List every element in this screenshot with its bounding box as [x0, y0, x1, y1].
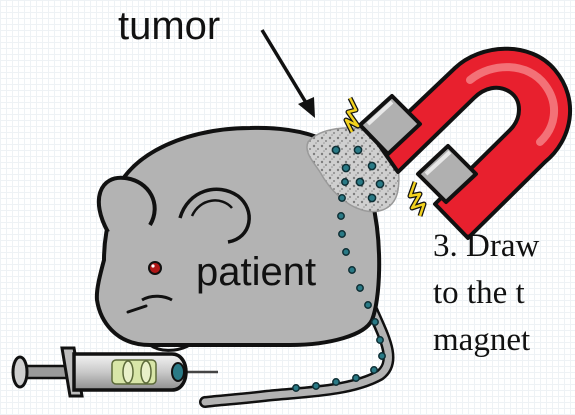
- caption-line: magnet: [433, 317, 539, 364]
- tumor-label: tumor: [118, 6, 220, 46]
- caption-line: 3. Draw: [433, 223, 539, 270]
- mouse-eye: [149, 262, 161, 274]
- step-caption: 3. Draw to the t magnet: [433, 223, 539, 364]
- syringe-icon: [13, 348, 218, 396]
- patient-label: patient: [196, 252, 316, 292]
- arrow-icon: [262, 30, 315, 118]
- caption-line: to the t: [433, 270, 539, 317]
- mouse-ear: [99, 178, 155, 232]
